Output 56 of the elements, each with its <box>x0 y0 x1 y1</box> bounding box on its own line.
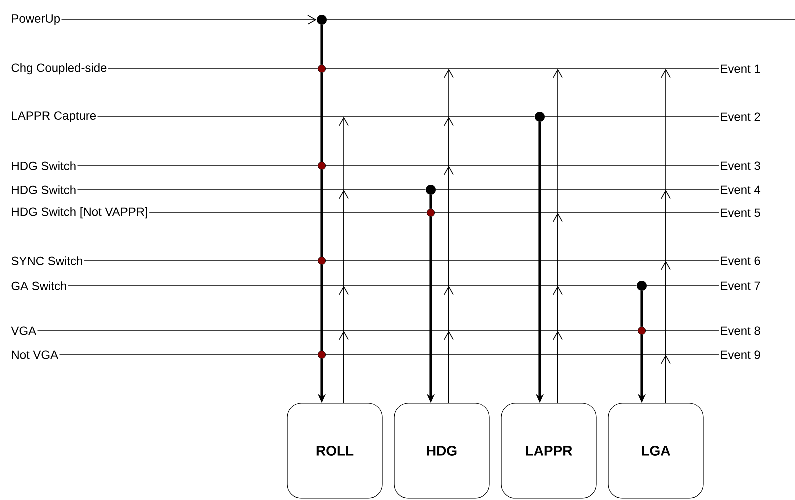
junction-dot <box>426 185 436 195</box>
feedback-arrow <box>553 331 563 404</box>
signal-line <box>434 212 720 214</box>
signal-label: GA Switch <box>12 282 66 290</box>
event-label: Event 4 <box>721 186 761 194</box>
feedback-arrow <box>339 331 349 404</box>
event-label: Event 2 <box>721 112 760 122</box>
event-label: Event 3 <box>721 162 760 170</box>
signal-label: Not VGA <box>12 350 59 360</box>
transition-line <box>320 73 324 162</box>
signal-label: LAPPR Capture <box>12 112 96 122</box>
junction-dot <box>317 15 327 25</box>
signal-line <box>108 68 318 70</box>
signal-line <box>59 354 318 356</box>
signal-label: PowerUp <box>12 14 60 26</box>
feedback-arrow <box>661 355 671 404</box>
signal-line <box>646 330 720 332</box>
signal-line <box>97 116 536 118</box>
signal-line <box>149 212 428 214</box>
state-box: ROLL <box>287 403 383 499</box>
signal-line <box>37 330 638 332</box>
signal-line <box>326 354 720 356</box>
event-label: Event 9 <box>721 350 760 360</box>
event-label: Event 7 <box>721 282 760 290</box>
signal-line <box>326 260 720 262</box>
event-label: Event 8 <box>721 326 760 336</box>
event-label: Event 5 <box>721 208 760 218</box>
transition-line <box>640 291 644 327</box>
junction-dot <box>637 281 647 291</box>
junction-dot <box>318 350 326 360</box>
junction-dot <box>318 256 326 266</box>
signal-line <box>61 15 317 25</box>
signal-line <box>544 116 720 118</box>
signal-label: SYNC Switch <box>12 256 82 266</box>
signal-line <box>326 68 720 70</box>
state-box: LGA <box>608 403 704 499</box>
junction-dot <box>318 64 326 74</box>
junction-dot <box>638 326 646 336</box>
signal-label: HDG Switch <box>12 162 76 170</box>
state-box: HDG <box>394 403 490 499</box>
junction-dot <box>318 162 326 170</box>
signal-line <box>84 260 318 262</box>
transition-line <box>320 265 324 351</box>
junction-dot <box>426 208 436 218</box>
transition-line <box>320 25 324 65</box>
transition-line <box>320 170 324 257</box>
junction-dot <box>535 112 545 122</box>
signal-label: HDG Switch <box>12 186 76 194</box>
event-label: Event 1 <box>721 64 760 74</box>
transition-line <box>430 195 432 209</box>
feedback-arrow <box>444 331 454 404</box>
signal-label: Chg Coupled-side <box>12 63 107 75</box>
signal-label: HDG Switch [Not VAPPR] <box>12 207 148 219</box>
state-box: LAPPR <box>501 403 597 499</box>
signal-label: VGA <box>11 326 37 336</box>
event-label: Event 6 <box>721 256 760 266</box>
